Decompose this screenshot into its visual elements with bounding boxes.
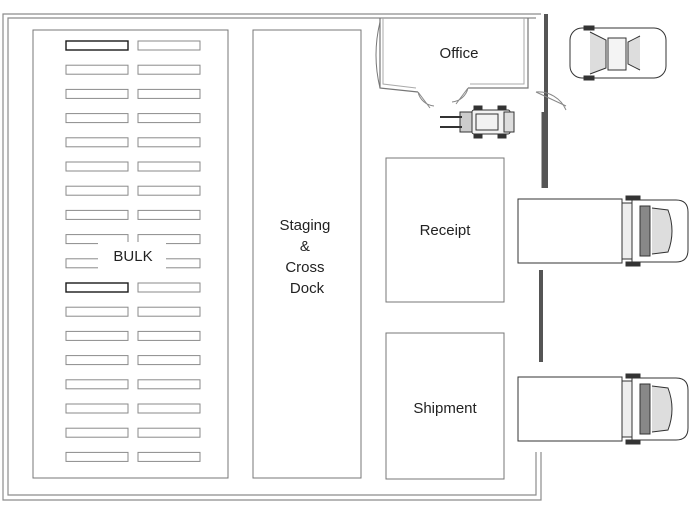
rack-row [65, 306, 129, 317]
rack-row [65, 282, 129, 293]
staging-label: Staging & Cross Dock [279, 217, 334, 297]
staging-label-line: & [300, 238, 310, 255]
rack-row [137, 234, 201, 245]
rack-row [65, 137, 129, 148]
warehouse-outer-wall [2, 13, 548, 501]
office-door [451, 87, 469, 105]
receipt-label: Receipt [420, 222, 472, 239]
rack-row [137, 209, 201, 220]
bulk-label-bg [98, 242, 166, 270]
bulk-storage-area: BULK [32, 29, 229, 479]
rack-row [137, 451, 201, 462]
rack-row [65, 427, 129, 438]
rack-row [137, 355, 201, 366]
rack-row [137, 137, 201, 148]
staging-label-line: Dock [290, 280, 325, 297]
office-room: Office [375, 18, 529, 109]
rack-row [137, 427, 201, 438]
staging-cross-dock-area: Staging & Cross Dock [252, 29, 362, 479]
receipt-area: Receipt [385, 157, 505, 303]
rack-row [65, 161, 129, 172]
rack-row [65, 40, 129, 51]
staging-label-line: Cross [285, 259, 324, 276]
office-door [417, 91, 435, 109]
rack-row [65, 355, 129, 366]
rack-row [65, 451, 129, 462]
rack-row [137, 330, 201, 341]
rack-row [137, 88, 201, 99]
rack-row [65, 330, 129, 341]
bulk-label: BULK [113, 248, 152, 265]
rack-row [65, 113, 129, 124]
personnel-door [535, 91, 567, 188]
truck-icon [517, 373, 689, 445]
rack-row [65, 234, 129, 245]
rack-row [65, 64, 129, 75]
rack-row [137, 113, 201, 124]
rack-row [137, 379, 201, 390]
shipment-label: Shipment [413, 400, 477, 417]
rack-group [65, 40, 201, 462]
rack-row [137, 282, 201, 293]
rack-row [137, 403, 201, 414]
rack-row [65, 185, 129, 196]
rack-row [137, 64, 201, 75]
rack-row [65, 403, 129, 414]
office-label: Office [440, 45, 479, 62]
truck-icon [517, 195, 689, 267]
rack-row [137, 306, 201, 317]
rack-row [137, 161, 201, 172]
rack-row [65, 209, 129, 220]
rack-row [137, 185, 201, 196]
rack-row [65, 88, 129, 99]
rack-row [137, 40, 201, 51]
rack-row [65, 379, 129, 390]
staging-label-line: Staging [279, 217, 330, 234]
forklift-icon [440, 105, 515, 139]
car-icon [569, 25, 667, 81]
shipment-area: Shipment [385, 332, 505, 480]
